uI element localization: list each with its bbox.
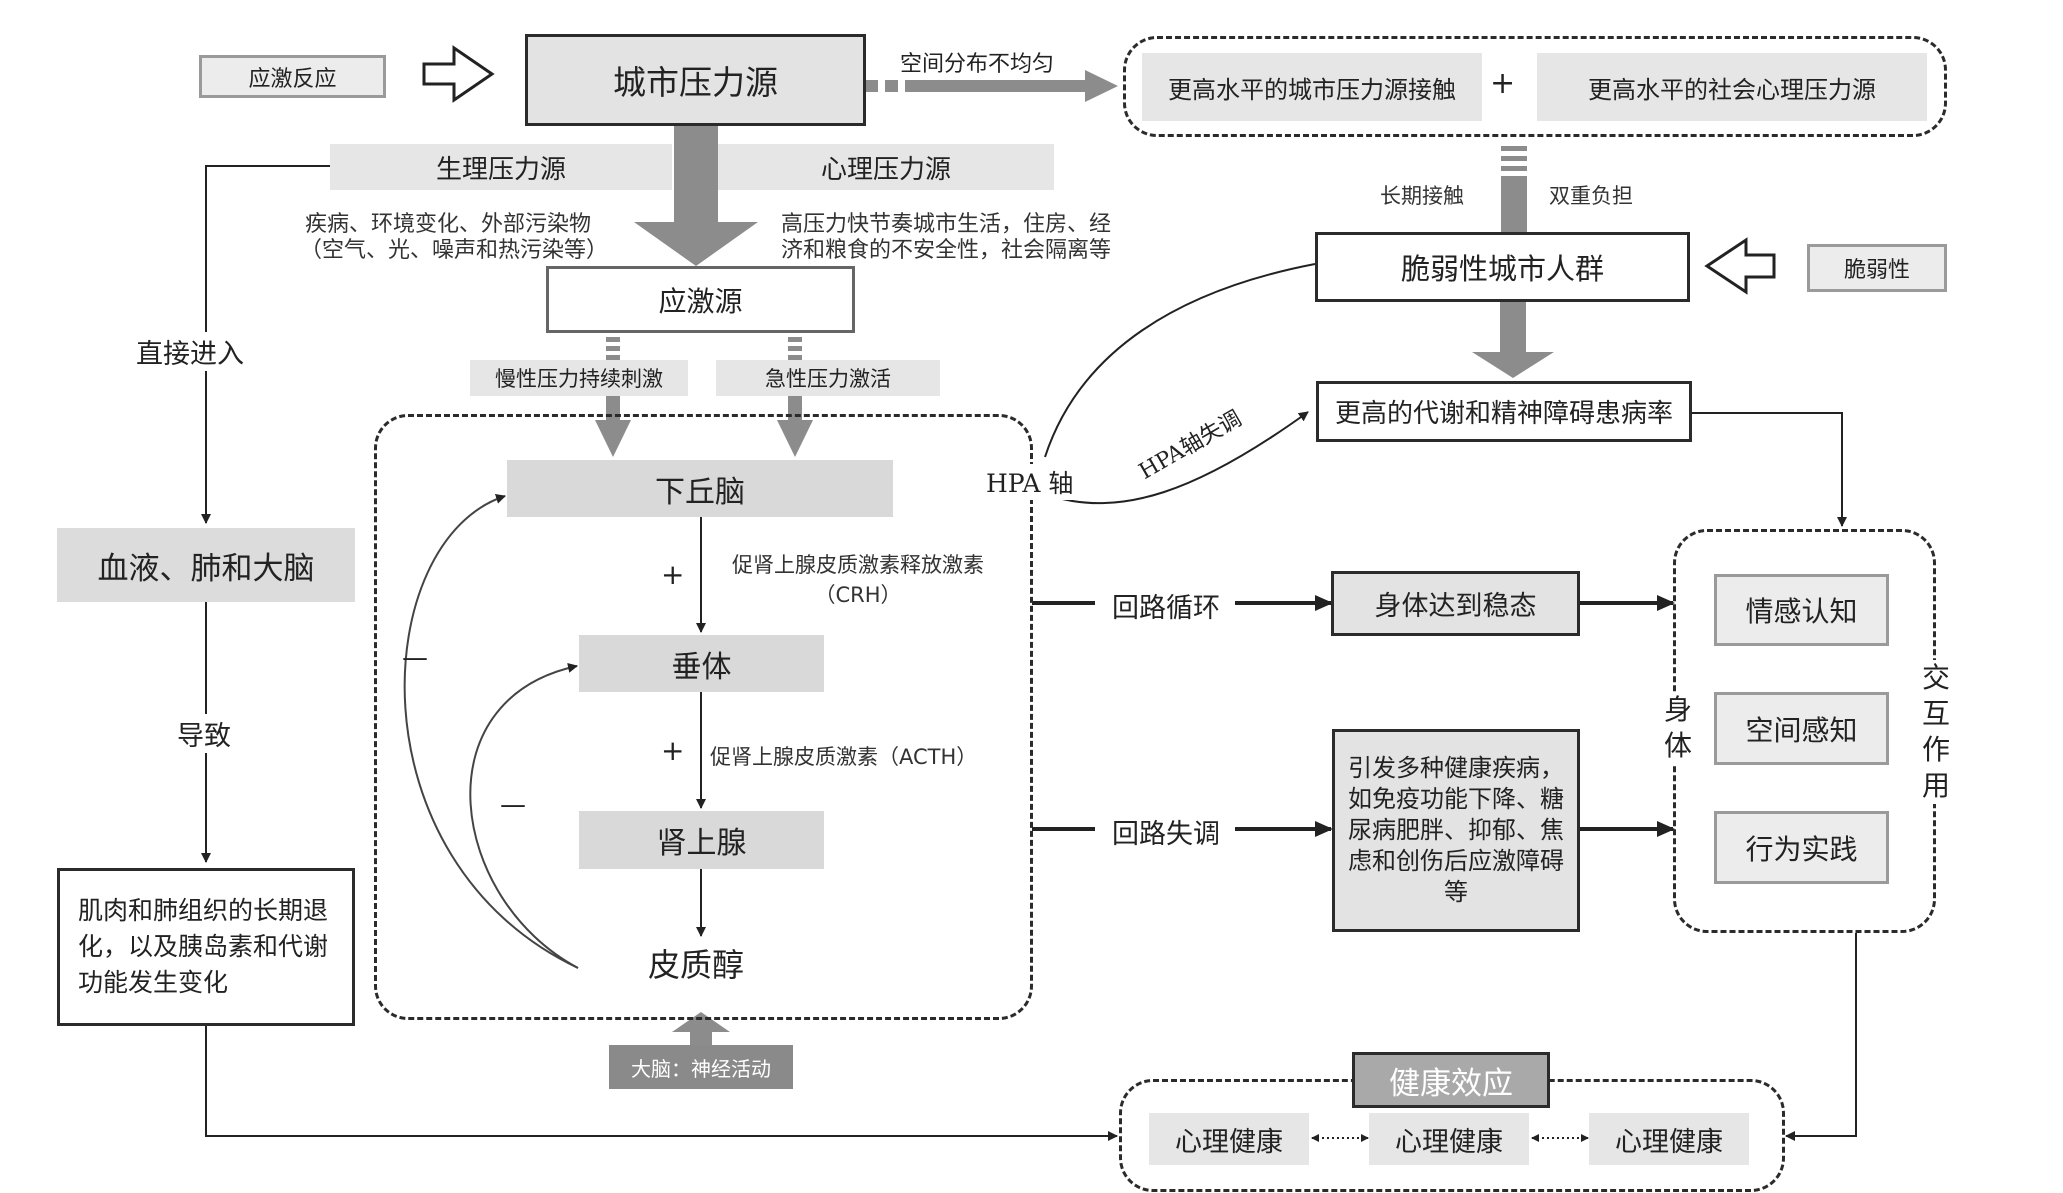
- uneven-distribution-label: 空间分布不均匀: [900, 52, 1055, 77]
- body-vertical-label: 身体: [1660, 692, 1696, 764]
- diseases-box: 引发多种健康疾病，如免疫功能下降、糖尿病肥胖、抑郁、焦虑和创伤后应激障碍等: [1332, 729, 1580, 932]
- stress-source-box: 应激源: [546, 266, 855, 333]
- line-body-to-health: [1785, 933, 1857, 1141]
- vulnerability-box: 脆弱性: [1807, 244, 1947, 292]
- dash-seg: [1501, 146, 1527, 151]
- line-physio-left: [201, 165, 330, 524]
- psychological-desc-2: 济和粮食的不安全性，社会隔离等: [781, 238, 1112, 263]
- higher-psychosocial-box: 更高水平的社会心理压力源: [1537, 53, 1927, 121]
- health-item-2: 心理健康: [1369, 1113, 1529, 1165]
- dash-seg: [788, 337, 802, 342]
- pituitary-box: 垂体: [579, 635, 824, 692]
- dash-seg: [606, 355, 620, 360]
- degeneration-box: 肌肉和肺组织的长期退化，以及胰岛素和代谢功能发生变化: [57, 868, 355, 1026]
- blood-lung-brain-box: 血液、肺和大脑: [57, 528, 355, 602]
- plus-sign-crh: +: [661, 558, 685, 591]
- hollow-arrow-right: [422, 45, 495, 103]
- dash-seg: [606, 337, 620, 342]
- gray-arrowhead: [595, 420, 631, 457]
- health-item-3: 心理健康: [1589, 1113, 1749, 1165]
- chronic-stress-label: 慢性压力持续刺激: [470, 360, 688, 396]
- direct-entry-label: 直接进入: [136, 332, 244, 371]
- hpa-axis-label: HPA 轴: [986, 464, 1074, 500]
- affective-cognition-box: 情感认知: [1714, 574, 1889, 646]
- health-item-1: 心理健康: [1149, 1113, 1309, 1165]
- gray-arrowhead: [1085, 70, 1118, 102]
- dash-seg: [885, 80, 898, 92]
- urban-stressor-box: 城市压力源: [525, 34, 866, 126]
- gray-down-arrow: [1472, 302, 1554, 378]
- feedback-outer: [403, 494, 579, 969]
- morbidity-box: 更高的代谢和精神障碍患病率: [1316, 381, 1692, 442]
- adrenal-box: 肾上腺: [579, 811, 824, 869]
- behavior-practice-box: 行为实践: [1714, 811, 1889, 884]
- double-burden-label: 双重负担: [1549, 184, 1633, 208]
- acute-stress-label: 急性压力激活: [716, 360, 940, 396]
- physiological-stressor-bar: 生理压力源: [330, 144, 672, 190]
- dash-seg: [788, 346, 802, 351]
- big-down-arrow: [634, 124, 758, 266]
- brain-activity-box: 大脑：神经活动: [609, 1045, 793, 1089]
- interaction-vertical-label: 交互作用: [1918, 660, 1954, 804]
- hollow-arrow-left: [1704, 237, 1776, 295]
- leads-to-label: 导致: [177, 714, 231, 753]
- hpa-dashed-container: [374, 414, 1033, 1020]
- cortisol-label: 皮质醇: [648, 946, 745, 984]
- plus-sign-top: +: [1490, 66, 1516, 101]
- dash-seg: [1501, 156, 1527, 161]
- dash-seg: [865, 80, 878, 92]
- crh-label: 促肾上腺皮质激素释放激素（CRH）: [732, 553, 984, 607]
- hypothalamus-box: 下丘脑: [507, 460, 893, 517]
- loop-dysregulation-label: 回路失调: [1112, 819, 1220, 850]
- minus-sign-outer: —: [402, 643, 428, 673]
- health-effects-title: 健康效应: [1352, 1052, 1550, 1108]
- acth-label: 促肾上腺皮质激素（ACTH）: [710, 745, 978, 769]
- plus-sign-acth: +: [661, 734, 685, 767]
- line-morbidity-to-body: [1692, 412, 1847, 527]
- minus-sign-inner: —: [500, 790, 526, 820]
- feedback-inner: [469, 663, 579, 969]
- spatial-perception-box: 空间感知: [1714, 692, 1889, 765]
- psychological-stressor-bar: 心理压力源: [718, 144, 1054, 190]
- higher-exposure-box: 更高水平的城市压力源接触: [1142, 53, 1482, 121]
- psychological-desc-1: 高压力快节奏城市生活，住房、经: [781, 212, 1112, 237]
- physiological-desc-2: （空气、光、噪声和热污染等）: [300, 238, 609, 263]
- homeostasis-box: 身体达到稳态: [1331, 571, 1580, 636]
- curve-hpa-dysregulation: [1044, 411, 1309, 505]
- dash-seg: [606, 346, 620, 351]
- line-degeneration-to-health: [205, 1026, 1118, 1141]
- dash-seg: [788, 355, 802, 360]
- loop-circulation-label: 回路循环: [1112, 593, 1220, 624]
- dash-seg: [1501, 166, 1527, 171]
- curve-hpa-to-population: [1044, 263, 1316, 458]
- gray-up-arrow: [672, 1012, 730, 1045]
- dash-seg: [905, 80, 1085, 92]
- vulnerable-population-box: 脆弱性城市人群: [1315, 232, 1690, 302]
- stress-response-box: 应激反应: [199, 55, 386, 98]
- dash-seg: [1501, 176, 1527, 232]
- long-exposure-label: 长期接触: [1380, 184, 1464, 208]
- physiological-desc-1: 疾病、环境变化、外部污染物: [305, 212, 592, 237]
- top-right-dashed-container: [1123, 36, 1947, 137]
- gray-arrowhead: [777, 420, 813, 457]
